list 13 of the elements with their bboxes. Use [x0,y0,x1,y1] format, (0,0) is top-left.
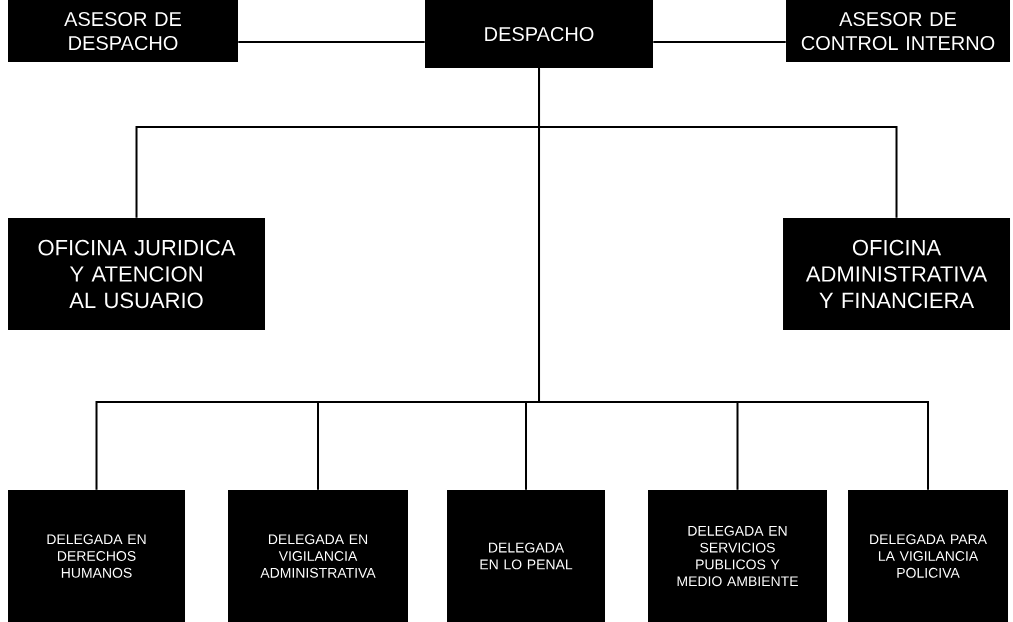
org-box: DESPACHO [425,0,653,68]
connector-line [237,41,426,43]
org-box: DELEGADA EN SERVICIOS PUBLICOS Y MEDIO AMBIENTE [648,490,827,622]
org-box: ASESOR DE CONTROL INTERNO [786,0,1010,62]
org-box: DELEGADA EN LO PENAL [447,490,605,622]
connector-line [652,41,787,43]
org-box: DELEGADA EN DERECHOS HUMANOS [8,490,185,622]
connector-line [538,67,929,491]
org-box: DELEGADA PARA LA VIGILANCIA POLICIVA [848,490,1008,622]
org-box: OFICINA JURIDICA Y ATENCION AL USUARIO [8,218,265,330]
org-box: ASESOR DE DESPACHO [8,0,238,62]
org-box: OFICINA ADMINISTRATIVA Y FINANCIERA [783,218,1010,330]
org-box: DELEGADA EN VIGILANCIA ADMINISTRATIVA [228,490,408,622]
